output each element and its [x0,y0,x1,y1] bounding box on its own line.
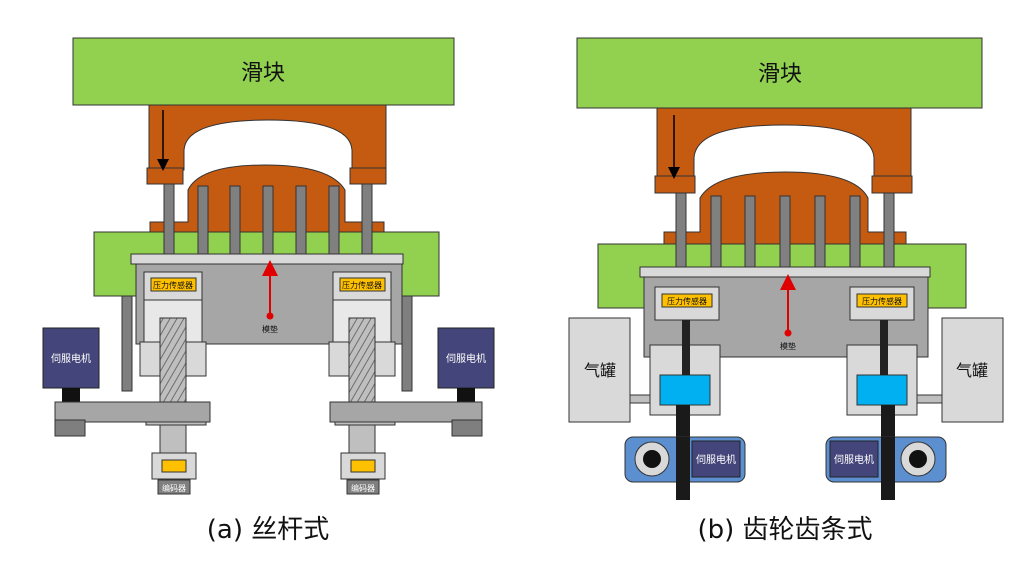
belt-right [329,401,483,423]
pressure-pad-right [871,175,913,194]
force-arrow-dot [784,329,792,337]
lead-screw-right [348,317,376,409]
servo-motor-right-label: 伺服电机 [446,352,486,365]
cushion-top-plate [130,253,404,265]
air-cylinder-right [856,374,908,406]
lead-screw-left [159,317,187,409]
air-cylinder-left [659,374,711,406]
sensor-left-label: 压力传感器 [153,280,193,290]
air-tank-right-label: 气罐 [956,361,988,380]
pressure-pad-left [654,175,696,194]
upper-die [148,104,387,171]
encoder-right-label: 编码器 [351,483,375,493]
caption-left: (a) 丝杆式 [207,515,330,545]
air-tank-left-label: 气罐 [584,361,616,380]
sensor-right [339,277,386,292]
die-cushion-label: 模垫 [262,324,278,334]
pressure-pad-right [349,167,387,185]
encoder-right [346,479,380,495]
sensor-left [150,277,197,292]
servo-motor-right-label: 伺服电机 [834,453,874,466]
upper-die [656,107,912,179]
servo-motor-left [42,327,100,389]
slider-block [72,37,455,106]
encoder-left-label: 编码器 [162,483,186,493]
force-arrow-dot [266,312,274,320]
guide-left [121,295,133,392]
guide-right [401,295,413,392]
servo-motor-left-label: 伺服电机 [51,352,91,365]
cushion-top-plate [639,266,931,278]
servo-motor-right [829,440,879,478]
caption-right: (b) 齿轮齿条式 [697,515,872,545]
air-tank-right [941,317,1004,423]
sensor-right [856,293,908,308]
slider-label: 滑块 [758,62,802,87]
sensor-left-label: 压力传感器 [667,296,707,306]
servo-motor-left-label: 伺服电机 [696,453,736,466]
sensor-right-label: 压力传感器 [862,296,902,306]
die-cushion-label: 模垫 [780,341,796,351]
sensor-right-label: 压力传感器 [342,280,382,290]
pressure-pad-left [146,167,184,185]
slider-label: 滑块 [241,61,285,86]
air-tank-left [568,317,631,423]
servo-motor-left [691,440,741,478]
servo-motor-right [437,327,495,389]
screw-type-diagram: 滑块 模垫 压力传感器 [42,37,495,545]
sensor-left [661,293,713,308]
encoder-left [157,479,191,495]
belt-left [54,401,211,423]
rack-pinion-diagram: 滑块 模垫 压力传感器 压力传感器 [568,37,1004,545]
